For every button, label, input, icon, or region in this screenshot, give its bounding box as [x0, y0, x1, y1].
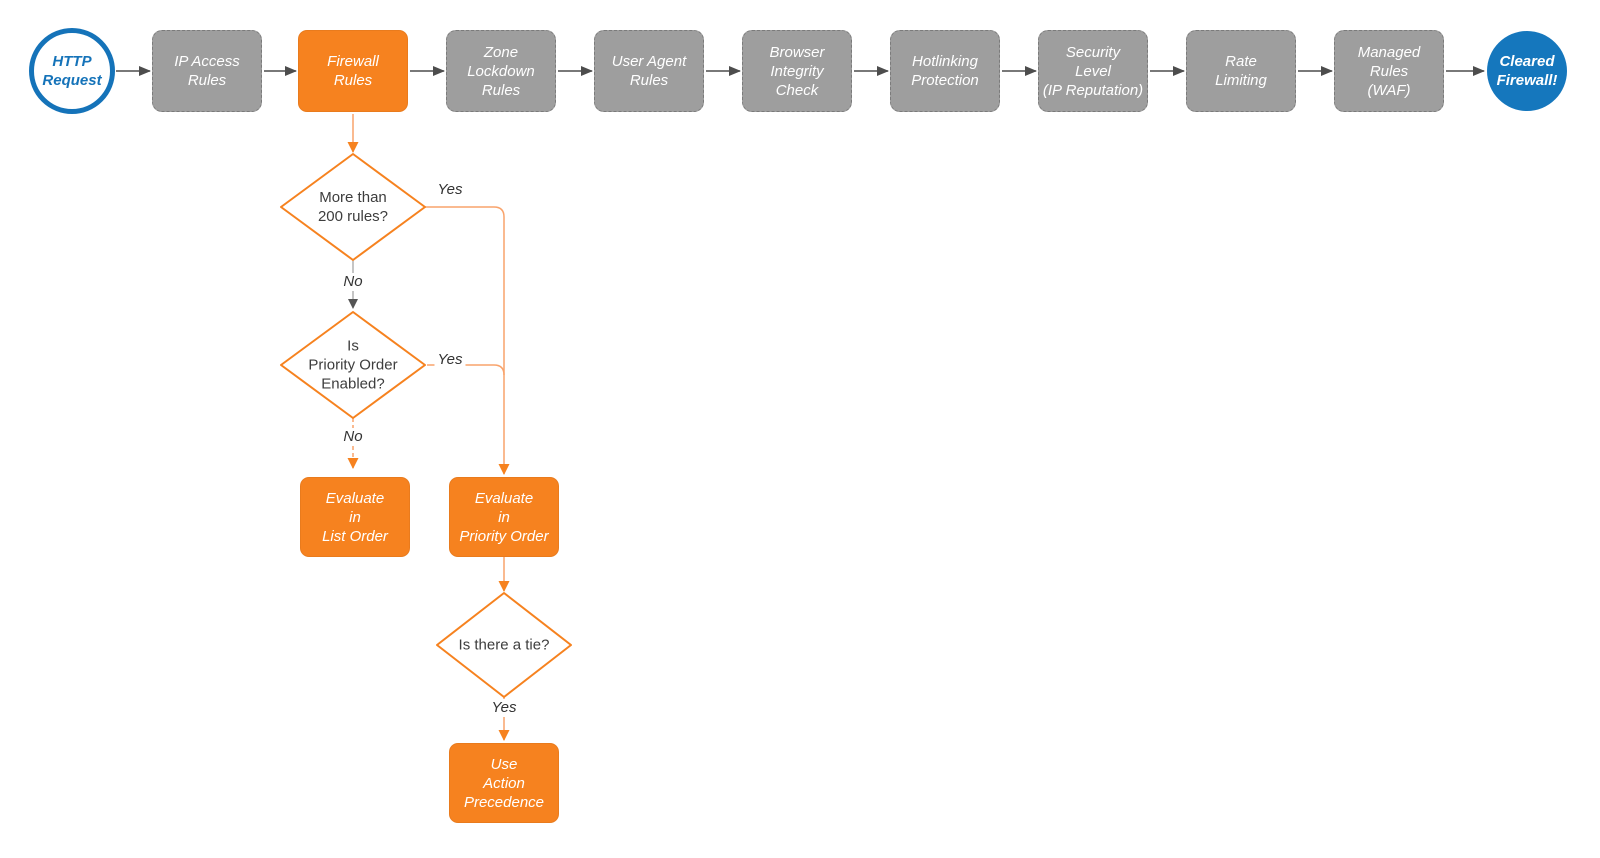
decision-more-than-200-rules-label: More than 200 rules? [317, 189, 389, 225]
stage-firewall-rules: Firewall Rules [298, 30, 408, 112]
action-use-action-precedence: Use Action Precedence [449, 743, 559, 823]
edge-label-decision1-yes: Yes [434, 181, 466, 199]
node-cleared-firewall: Cleared Firewall! [1487, 31, 1567, 111]
decision-priority-order-enabled-label: Is Priority Order Enabled? [308, 337, 398, 393]
stage-user-agent-rules: User Agent Rules [594, 30, 704, 112]
decision-is-there-a-tie-label: Is there a tie? [458, 636, 550, 654]
node-http-request: HTTP Request [29, 28, 115, 114]
action-evaluate-in-list-order: Evaluate in List Order [300, 477, 410, 557]
stage-browser-integrity-check: Browser Integrity Check [742, 30, 852, 112]
stage-zone-lockdown-rules: Zone Lockdown Rules [446, 30, 556, 112]
stage-hotlinking-protection: Hotlinking Protection [890, 30, 1000, 112]
stage-security-level: Security Level (IP Reputation) [1038, 30, 1148, 112]
action-evaluate-in-priority-order: Evaluate in Priority Order [449, 477, 559, 557]
edge-label-decision2-yes: Yes [434, 351, 466, 369]
edge-label-decision3-yes: Yes [488, 699, 520, 717]
stage-ip-access-rules: IP Access Rules [152, 30, 262, 112]
stage-managed-rules-waf: Managed Rules (WAF) [1334, 30, 1444, 112]
edge-label-decision2-no: No [340, 428, 366, 446]
stage-rate-limiting: Rate Limiting [1186, 30, 1296, 112]
edge-decision1-yes [425, 206, 510, 475]
edge-label-decision1-no: No [340, 273, 366, 291]
